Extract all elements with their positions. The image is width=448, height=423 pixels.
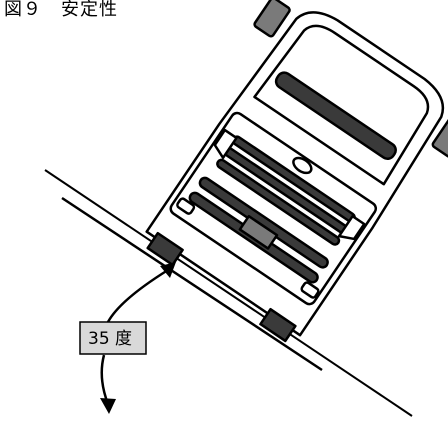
angle-label-box [79, 321, 147, 355]
angle-arc-lower [100, 354, 110, 405]
left-wheel [146, 231, 184, 267]
left-headlight-icon [213, 128, 238, 160]
slope-ground-line [61, 196, 323, 372]
truck-front-illustration [145, 0, 448, 343]
left-fog-light-icon [176, 197, 196, 215]
right-fog-light-icon [300, 281, 320, 299]
figure-title: 図９ 安定性 [4, 0, 118, 20]
angle-arc [106, 268, 169, 323]
right-headlight-icon [337, 214, 366, 241]
horizontal-reference-line [44, 169, 413, 417]
emblem-icon [292, 156, 313, 175]
right-wheel [259, 307, 297, 343]
angle-label-text: 35 度 [88, 329, 132, 349]
arc-arrowhead-top-icon [160, 262, 176, 278]
license-plate [238, 214, 279, 250]
right-mirror-icon [431, 117, 448, 158]
arc-arrowhead-bottom-icon [100, 398, 116, 414]
sun-visor [274, 71, 397, 161]
grille-slat [216, 158, 341, 246]
left-mirror-icon [253, 0, 291, 38]
